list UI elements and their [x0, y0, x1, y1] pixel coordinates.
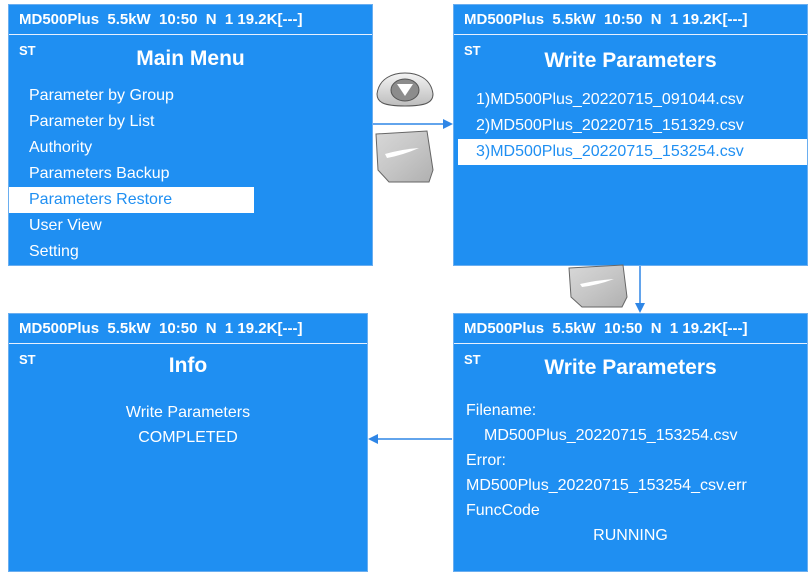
screen-title: Info: [168, 354, 208, 377]
screen-title: Write Parameters: [544, 49, 717, 72]
screen-title: Write Parameters: [544, 356, 717, 379]
menu-item-parameters-restore[interactable]: Parameters Restore: [9, 187, 254, 213]
file-item[interactable]: 2)MD500Plus_20220715_151329.csv: [476, 117, 744, 134]
info-line-completed: COMPLETED: [138, 429, 238, 446]
menu-item-authority[interactable]: Authority: [29, 139, 93, 156]
filename-label: Filename:: [466, 402, 537, 419]
menu-item-parameter-by-list[interactable]: Parameter by List: [29, 113, 155, 130]
write-parameters-file-screen: MD500Plus 5.5kW 10:50 N 1 19.2K[---] ST …: [453, 4, 808, 266]
info-message: Write Parameters COMPLETED: [9, 400, 367, 450]
info-line-write-parameters: Write Parameters: [125, 404, 251, 421]
down-arrow-key-icon[interactable]: [373, 70, 437, 110]
menu-item-setting[interactable]: Setting: [29, 243, 79, 260]
menu-item-parameters-backup[interactable]: Parameters Backup: [29, 165, 170, 182]
enter-key-icon[interactable]: [373, 128, 437, 186]
status-bar: MD500Plus 5.5kW 10:50 N 1 19.2K[---]: [454, 314, 807, 344]
write-details: Filename: MD500Plus_20220715_153254.csv …: [454, 398, 807, 548]
error-file-value: MD500Plus_20220715_153254_csv.err: [466, 477, 747, 494]
screen-title: Main Menu: [136, 47, 245, 70]
info-screen: MD500Plus 5.5kW 10:50 N 1 19.2K[---] ST …: [8, 313, 368, 572]
write-parameters-progress-screen: MD500Plus 5.5kW 10:50 N 1 19.2K[---] ST …: [453, 313, 808, 572]
error-label: Error:: [466, 452, 506, 469]
file-item[interactable]: 1)MD500Plus_20220715_091044.csv: [476, 91, 744, 108]
file-item-selected[interactable]: 3)MD500Plus_20220715_153254.csv: [458, 139, 807, 165]
st-indicator: ST: [19, 43, 36, 58]
funccode-label: FuncCode: [466, 502, 540, 519]
status-bar: MD500Plus 5.5kW 10:50 N 1 19.2K[---]: [9, 5, 372, 35]
st-indicator: ST: [464, 352, 481, 367]
filename-value: MD500Plus_20220715_153254.csv: [484, 427, 738, 444]
st-indicator: ST: [464, 43, 481, 58]
status-bar: MD500Plus 5.5kW 10:50 N 1 19.2K[---]: [454, 5, 807, 35]
menu-item-parameter-by-group[interactable]: Parameter by Group: [29, 87, 174, 104]
enter-key-icon[interactable]: [566, 263, 630, 309]
main-menu-list: Parameter by Group Parameter by List Aut…: [9, 83, 372, 265]
st-indicator: ST: [19, 352, 36, 367]
running-status: RUNNING: [593, 527, 668, 544]
menu-item-user-view[interactable]: User View: [29, 217, 102, 234]
main-menu-screen: MD500Plus 5.5kW 10:50 N 1 19.2K[---] ST …: [8, 4, 373, 266]
csv-file-list: 1)MD500Plus_20220715_091044.csv 2)MD500P…: [454, 87, 807, 165]
status-bar: MD500Plus 5.5kW 10:50 N 1 19.2K[---]: [9, 314, 367, 344]
